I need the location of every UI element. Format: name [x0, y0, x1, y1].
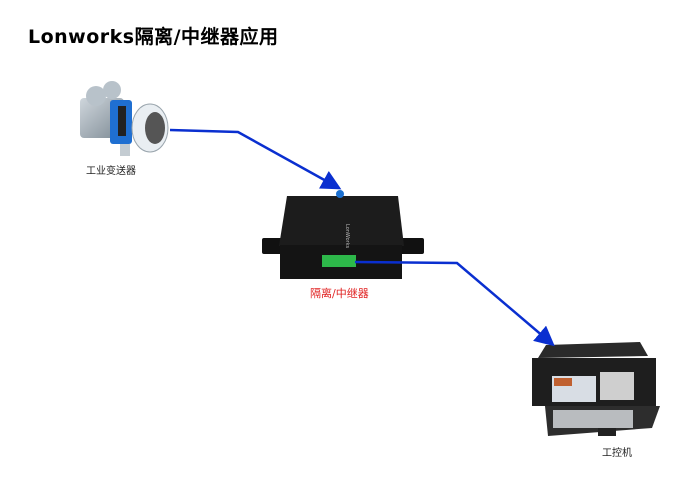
device-print: LonWorks: [344, 224, 350, 249]
repeater-device-image: LonWorks: [262, 190, 424, 279]
ipc-label: 工控机: [602, 448, 632, 459]
industrial-transmitter-image: [80, 81, 169, 156]
diagram-title: Lonworks隔离/中继器应用: [28, 26, 279, 48]
connector-transmitter-to-repeater: [169, 128, 342, 190]
connector-repeater-to-ipc: [354, 260, 555, 347]
industrial-pc-image: [532, 342, 660, 436]
repeater-label: 隔离/中继器: [310, 287, 369, 300]
transmitter-label: 工业变送器: [86, 166, 136, 177]
